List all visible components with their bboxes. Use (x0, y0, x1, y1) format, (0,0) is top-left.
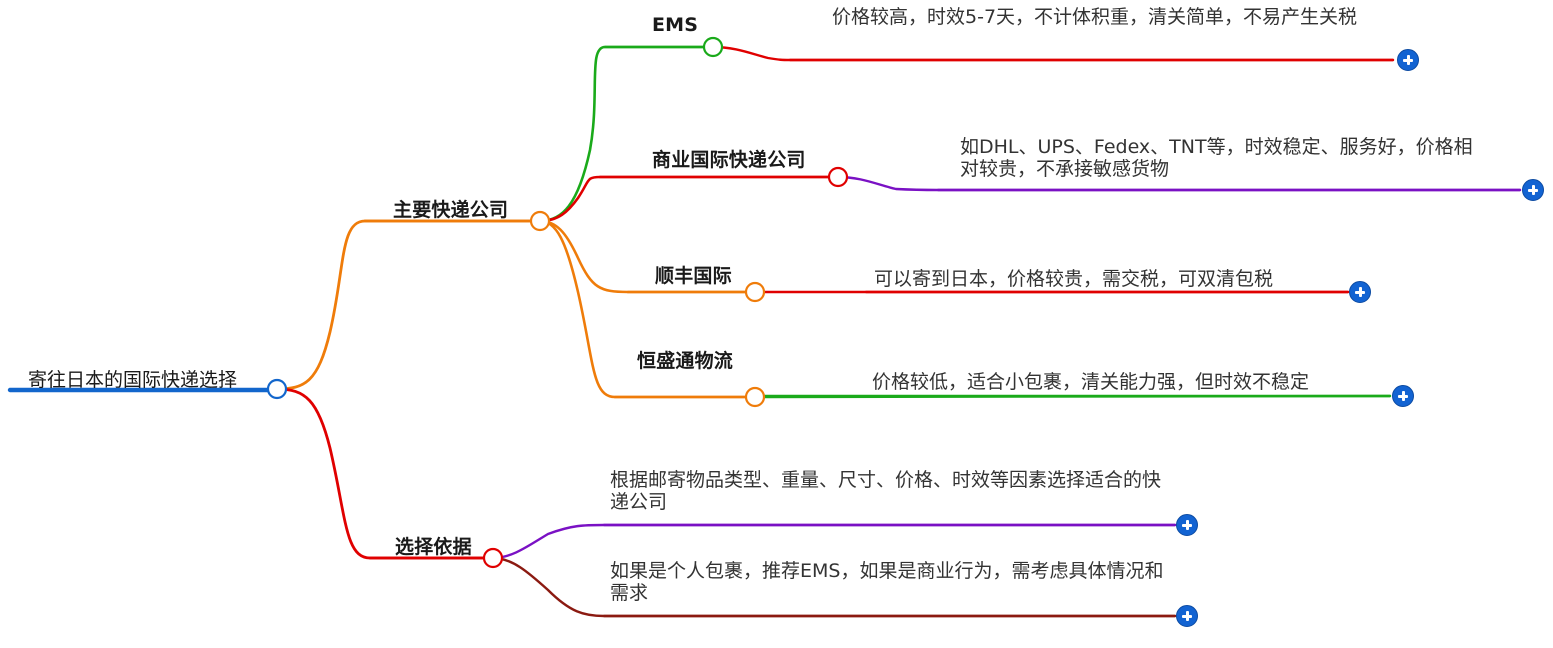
root-topic-label[interactable]: 寄往日本的国际快递选择 (28, 369, 238, 391)
connector-criteria-detail-2 (491, 556, 1177, 618)
leaf-text-hst-detail[interactable]: 价格较低，适合小包裹，清关能力强，但时效不稳定 (872, 371, 1310, 393)
expand-button-criteria-detail-2[interactable] (1176, 605, 1198, 627)
leaf-text-criteria-detail-1[interactable]: 根据邮寄物品类型、重量、尺寸、价格、时效等因素选择适合的快递公司 (610, 469, 1162, 514)
connector-sf-intl (538, 219, 757, 294)
connector-commercial-detail (836, 175, 1522, 192)
topic-label-selection-criteria[interactable]: 选择依据 (395, 536, 472, 558)
leaf-text-sf-detail[interactable]: 可以寄到日本，价格较贵，需交税，可双清包税 (874, 268, 1274, 290)
node-circle-selection-criteria[interactable] (482, 547, 504, 569)
subtopic-label-commercial-intl[interactable]: 商业国际快递公司 (652, 149, 806, 171)
topic-label-main-couriers[interactable]: 主要快递公司 (393, 199, 509, 221)
node-circle-root[interactable] (266, 378, 288, 400)
connector-hst-logistics (538, 219, 757, 399)
expand-button-hst-detail[interactable] (1392, 385, 1414, 407)
node-circle-main-couriers[interactable] (529, 210, 551, 232)
connector-selection-criteria (275, 387, 495, 560)
expand-button-commercial-detail[interactable] (1522, 179, 1544, 201)
connector-commercial-intl (538, 175, 840, 223)
connector-ems (538, 45, 715, 223)
expand-button-sf-detail[interactable] (1349, 281, 1371, 303)
subtopic-label-sf-intl[interactable]: 顺丰国际 (655, 265, 732, 287)
node-circle-hst-logistics[interactable] (744, 386, 766, 408)
leaf-text-criteria-detail-2[interactable]: 如果是个人包裹，推荐EMS，如果是商业行为，需考虑具体情况和需求 (610, 560, 1164, 605)
subtopic-label-ems[interactable]: EMS (652, 14, 699, 36)
node-circle-ems[interactable] (702, 36, 724, 58)
leaf-text-ems-detail[interactable]: 价格较高，时效5-7天，不计体积重，清关简单，不易产生关税 (832, 6, 1358, 28)
node-circle-sf-intl[interactable] (744, 281, 766, 303)
subtopic-label-hst-logistics[interactable]: 恒盛通物流 (637, 350, 734, 372)
leaf-text-commercial-detail[interactable]: 如DHL、UPS、Fedex、TNT等，时效稳定、服务好，价格相对较贵，不承接敏… (960, 136, 1473, 181)
connector-main-couriers (275, 219, 542, 391)
connector-criteria-detail-1 (491, 523, 1177, 560)
expand-button-ems-detail[interactable] (1397, 49, 1419, 71)
node-circle-commercial-intl[interactable] (827, 166, 849, 188)
expand-button-criteria-detail-1[interactable] (1176, 514, 1198, 536)
connector-ems-detail (711, 45, 1395, 62)
